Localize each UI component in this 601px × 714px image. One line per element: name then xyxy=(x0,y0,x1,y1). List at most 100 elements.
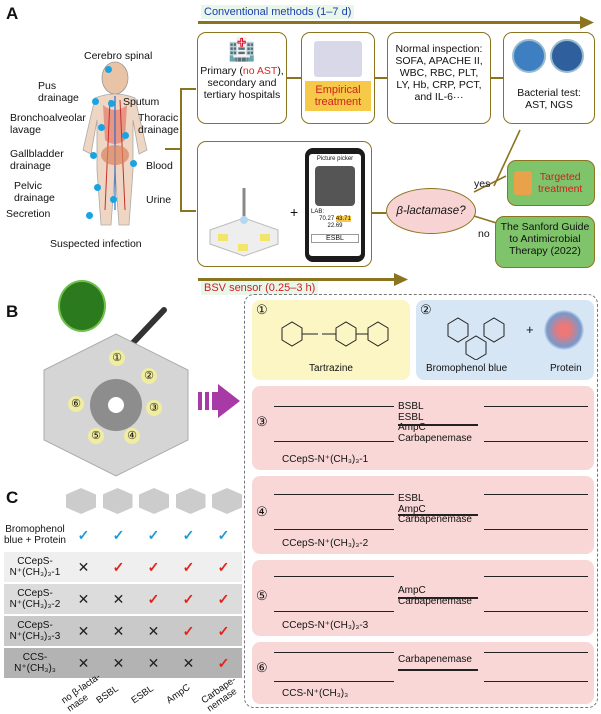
molecule-2-plus: + xyxy=(526,322,534,337)
matrix-cell: ✕ xyxy=(112,654,125,671)
label-blood: Blood xyxy=(146,160,173,172)
well-3: ③ xyxy=(146,400,162,416)
molecule-1-name: Tartrazine xyxy=(309,363,353,374)
normal-inspection-box: Normal inspection: SOFA, APACHE II, WBC,… xyxy=(387,32,491,124)
branch-bottom xyxy=(180,210,196,212)
normal-inspection-text: Normal inspection: SOFA, APACHE II, WBC,… xyxy=(395,43,483,103)
result-matrix: Bromophenol blue + Protein✓✓✓✓✓CCepS- N⁺… xyxy=(4,520,242,680)
phone-lab-values: 70.27 43.71 22.69 xyxy=(311,216,359,230)
molecule-6-num: ⑥ xyxy=(256,660,268,675)
molecule-2-num: ② xyxy=(420,302,432,317)
label-gallbladder: Gallbladder drainage xyxy=(10,148,64,172)
molecule-5-product xyxy=(484,576,588,612)
matrix-cell: ✓ xyxy=(147,590,160,607)
molecule-2-box: ② + Bromophenol blue Protein xyxy=(416,300,594,380)
pelvic-dot xyxy=(94,184,101,191)
molecule-3-enzymes: BSBL ESBL AmpC Carbapenemase xyxy=(398,401,472,444)
arrow-bsv-beta xyxy=(372,212,386,214)
arrow-norm-bact xyxy=(491,77,503,79)
well-6: ⑥ xyxy=(68,396,84,412)
matrix-cell: ✓ xyxy=(112,526,125,543)
mini-plate-1 xyxy=(66,488,96,514)
matrix-cell: ✓ xyxy=(182,526,195,543)
hospital-no-ast: no AST xyxy=(242,65,278,77)
urine-dot xyxy=(110,196,117,203)
molecule-3-substrate xyxy=(274,406,394,442)
blood-dot xyxy=(130,160,137,167)
matrix-cell: ✓ xyxy=(112,558,125,575)
plus-sign: + xyxy=(290,204,299,220)
matrix-row: CCepS- N⁺(CH₃)₃-1✕✓✓✓✓ xyxy=(4,552,242,582)
panel-b-letter: B xyxy=(6,302,19,321)
well-1: ① xyxy=(109,350,125,366)
hospital-text-2: ), secondary and tertiary hospitals xyxy=(203,65,284,101)
thoracic-dot xyxy=(122,132,129,139)
matrix-cell: ✓ xyxy=(147,526,160,543)
matrix-cell: ✕ xyxy=(182,654,195,671)
gallbladder-dot xyxy=(90,152,97,159)
molecule-3-product xyxy=(484,406,588,442)
matrix-cell: ✕ xyxy=(147,654,160,671)
sputum-dot xyxy=(108,100,115,107)
matrix-cell: ✕ xyxy=(77,654,90,671)
molecule-3-num: ③ xyxy=(256,414,268,429)
hospital-box: 🏥 Primary (no AST), secondary and tertia… xyxy=(197,32,287,124)
yes-label: yes xyxy=(474,178,491,190)
label-cerebro: Cerebro spinal xyxy=(84,50,153,62)
molecule-4-name: CCepS-N⁺(CH₃)₃-2 xyxy=(282,538,369,549)
molecule-6-substrate xyxy=(274,652,394,682)
arrow-hosp-emp xyxy=(287,77,301,79)
matrix-cell: ✓ xyxy=(147,558,160,575)
molecule-5-name: CCepS-N⁺(CH₃)₃-3 xyxy=(282,620,369,631)
plate-dropper-icon xyxy=(209,188,279,257)
matrix-row: CCepS- N⁺(CH₃)₃-2✕✕✓✓✓ xyxy=(4,584,242,614)
bsv-banner: BSV sensor (0.25–3 h) xyxy=(201,281,319,295)
mini-plate-4 xyxy=(175,488,206,514)
matrix-row: Bromophenol blue + Protein✓✓✓✓✓ xyxy=(4,520,242,550)
lab-value-a: 43.71 xyxy=(335,216,351,222)
lab-value-l: 70.27 xyxy=(319,216,335,222)
matrix-cell: ✓ xyxy=(182,622,195,639)
mini-plate-3 xyxy=(139,488,169,514)
beta-lactamase-question: β-lactamase? xyxy=(386,188,476,234)
molecule-4-enzymes: ESBL AmpC Carbapenemase xyxy=(398,493,472,525)
molecule-6-reaction-arrow xyxy=(398,669,478,671)
molecule-6-box: ⑥ Carbapenemase CCS-N⁺(CH₃)₃ xyxy=(252,642,594,704)
targeted-box: Targeted treatment xyxy=(507,160,595,206)
molecules-container xyxy=(244,294,598,708)
medicine-bottle-icon xyxy=(514,171,532,195)
matrix-row: CCepS- N⁺(CH₃)₃-3✕✕✕✓✓ xyxy=(4,616,242,646)
matrix-cell: ✕ xyxy=(77,590,90,607)
phone-result: ESBL xyxy=(311,234,359,243)
row-label: CCepS- N⁺(CH₃)₃-2 xyxy=(9,588,61,610)
matrix-row: CCS- N⁺(CH₃)₃✕✕✕✕✓ xyxy=(4,648,242,678)
molecule-5-box: ⑤ AmpC Carbapenemase CCepS-N⁺(CH₃)₃-3 xyxy=(252,560,594,636)
molecule-5-enzymes: AmpC Carbapenemase xyxy=(398,585,472,607)
matrix-cell: ✓ xyxy=(217,558,230,575)
bsv-sensor-box: + Picture picker LAB: 70.27 43.71 22.69 … xyxy=(197,141,372,267)
phone-plate-image xyxy=(315,166,355,206)
well-2: ② xyxy=(141,368,157,384)
mini-plate-2 xyxy=(102,488,133,514)
hospital-icon: 🏥 xyxy=(228,37,256,62)
row-label: Bromophenol blue + Protein xyxy=(4,524,66,546)
phone-title: Picture picker xyxy=(316,156,354,162)
lab-value-b: 22.69 xyxy=(327,223,343,229)
hospital-text: Primary (no AST), secondary and tertiary… xyxy=(198,65,286,101)
molecule-4-reaction-arrow xyxy=(398,514,478,516)
molecule-3-reaction-arrow xyxy=(398,424,478,426)
tartrazine-structure xyxy=(281,321,389,347)
label-sputum: Sputum xyxy=(123,96,160,108)
panel-c-letter: C xyxy=(6,488,19,507)
row-label: CCepS- N⁺(CH₃)₃-1 xyxy=(9,556,61,578)
branch-stem xyxy=(165,148,181,150)
matrix-cell: ✓ xyxy=(182,558,195,575)
row-label: CCepS- N⁺(CH₃)₃-3 xyxy=(9,620,61,642)
no-label: no xyxy=(478,228,490,240)
label-urine: Urine xyxy=(146,194,172,206)
branch-vertical xyxy=(180,88,182,212)
matrix-cell: ✕ xyxy=(112,590,125,607)
label-pus: Pus drainage xyxy=(38,80,79,104)
secretion-dot xyxy=(86,212,93,219)
conventional-banner: Conventional methods (1–7 d) xyxy=(201,5,355,19)
